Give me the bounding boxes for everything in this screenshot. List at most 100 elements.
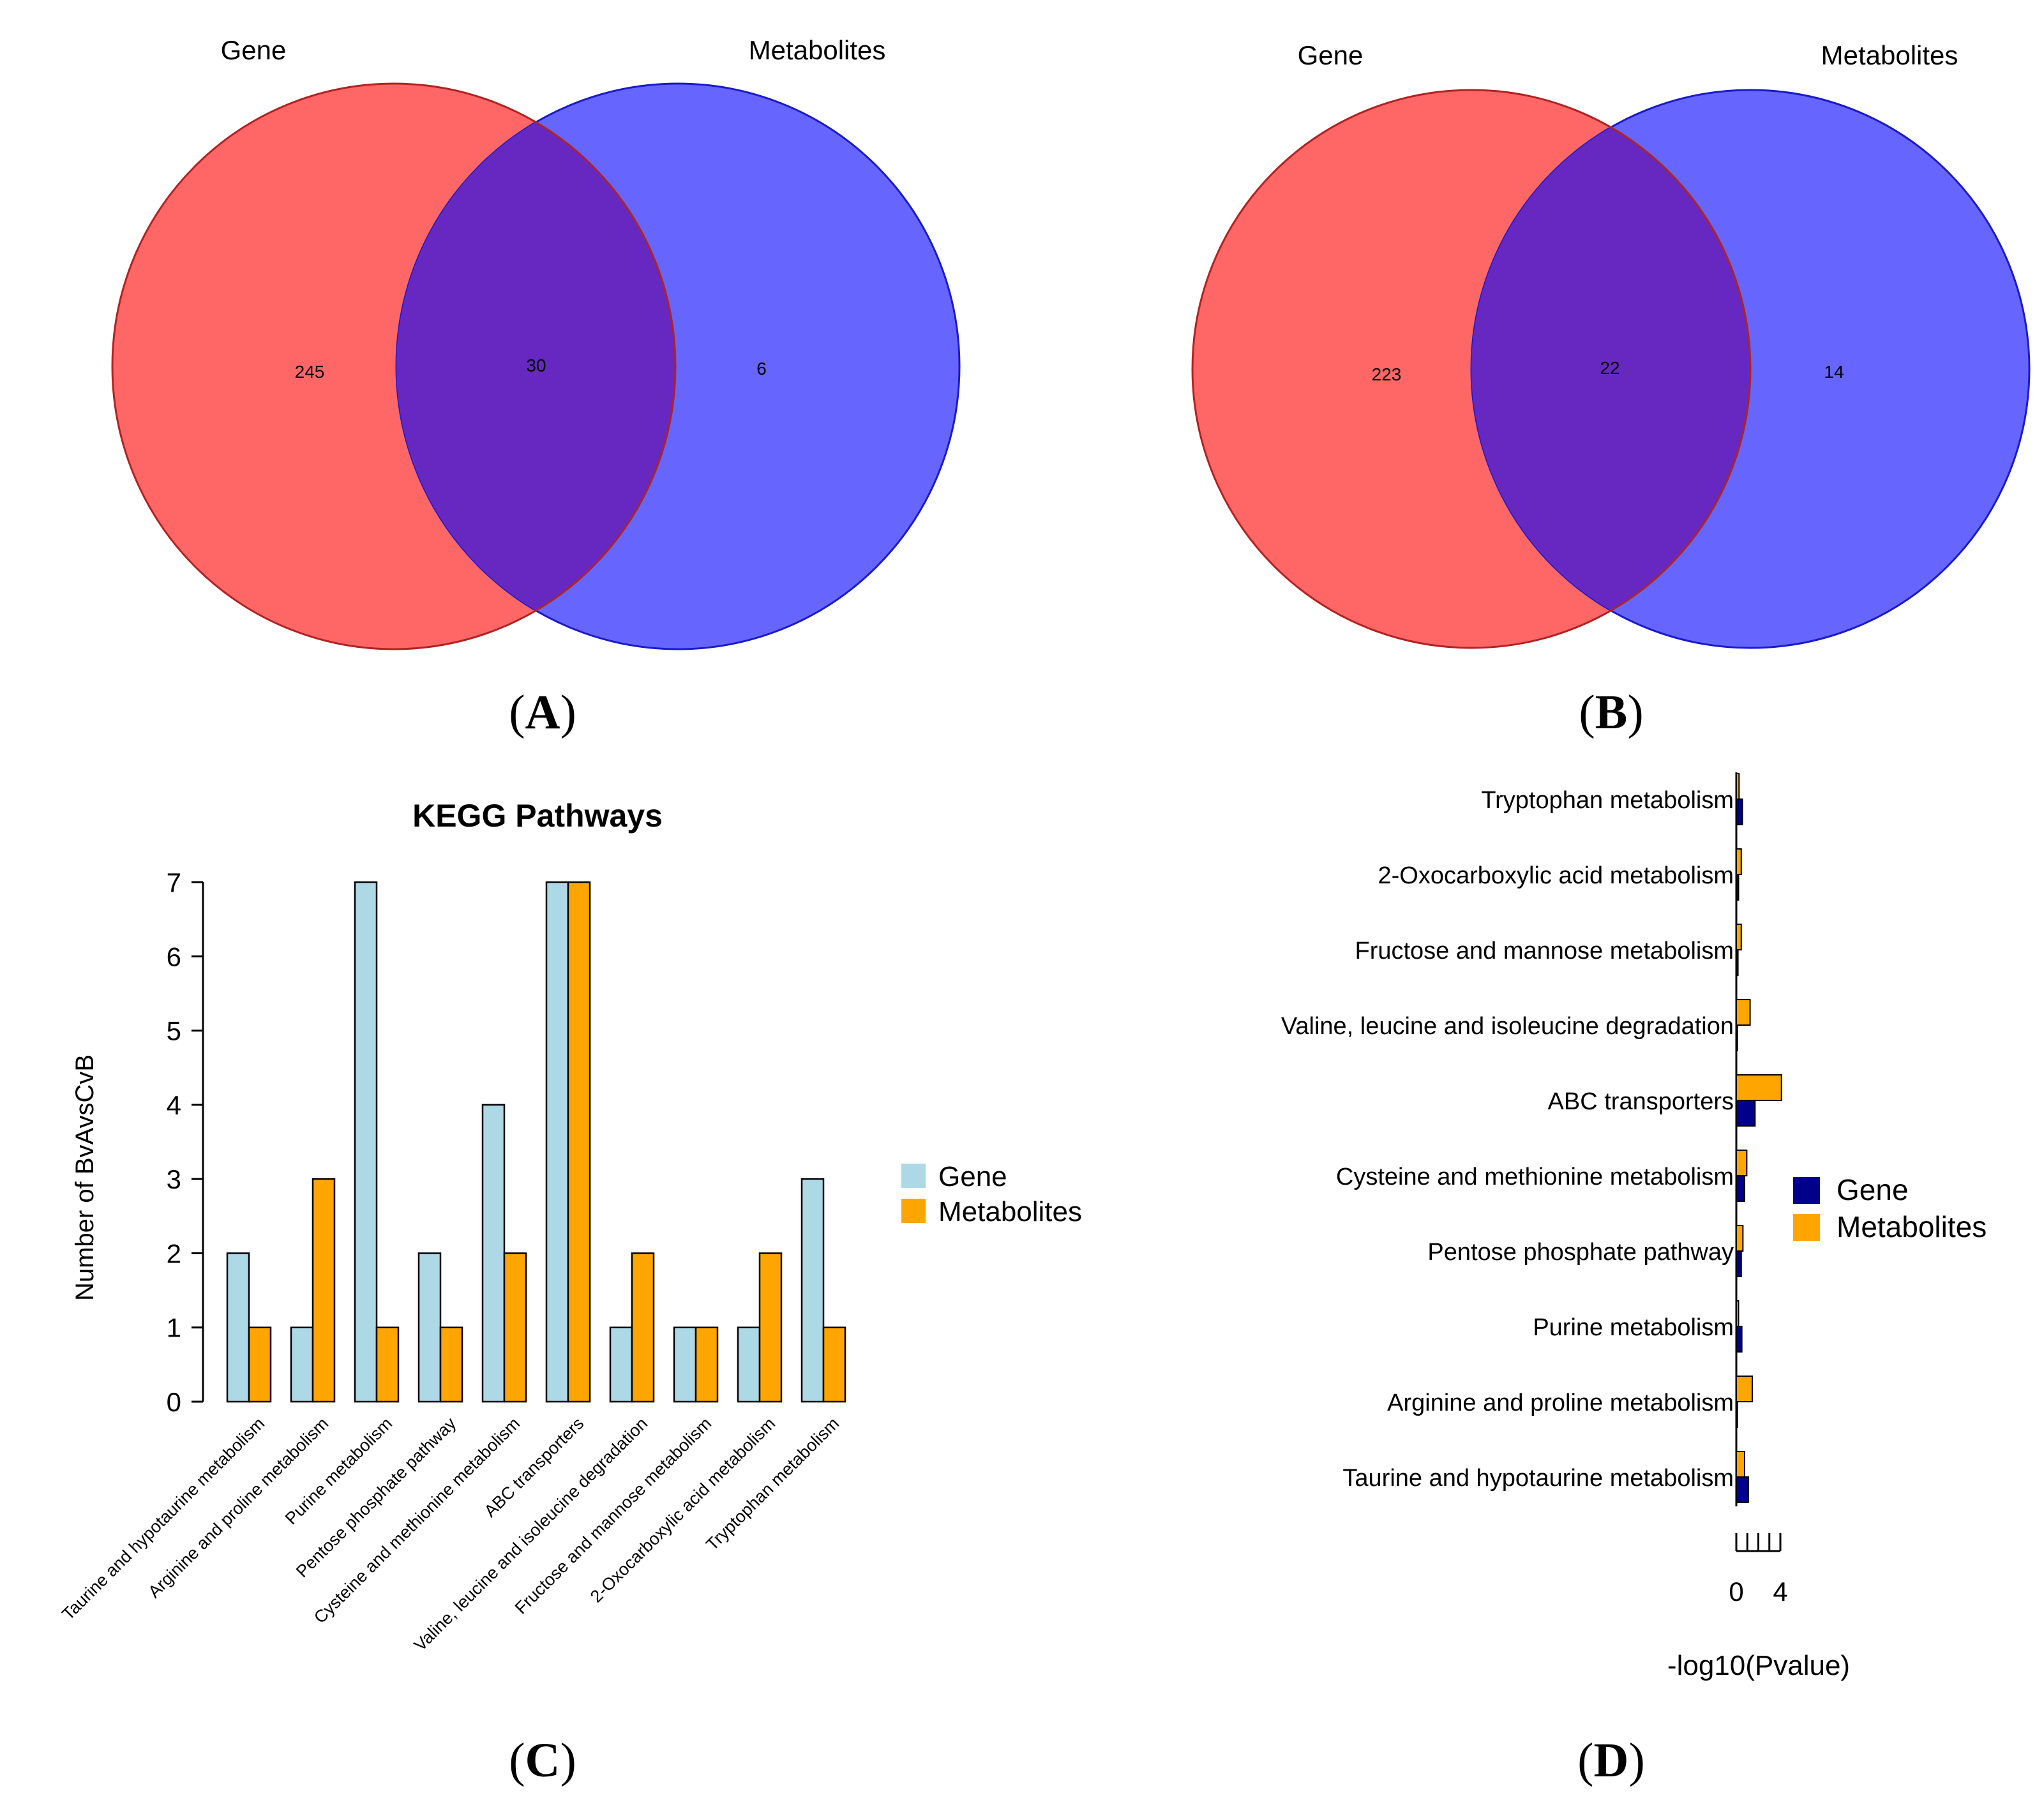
chart-d-x-tick-label: 4 xyxy=(1773,1577,1787,1607)
chart-d-bar-gene-cysteine-and-methionine-metabolism xyxy=(1736,1175,1745,1202)
chart-c-y-tick-label: 4 xyxy=(167,1090,181,1120)
chart-c-y-tick-label: 0 xyxy=(167,1387,181,1417)
chart-c-bar-metabolites-abc-transporters xyxy=(567,881,591,1403)
chart-d-x-tick-label: 0 xyxy=(1729,1577,1743,1607)
chart-c-y-tick-label: 2 xyxy=(167,1238,181,1268)
venn-b-gene-only-count: 223 xyxy=(1372,364,1402,384)
chart-d-category-label: ABC transporters xyxy=(1548,1088,1734,1115)
chart-d-bar-metabolites-pentose-phosphate-pathway xyxy=(1736,1225,1744,1252)
venn-b-gene-label: Gene xyxy=(1298,40,1364,70)
chart-c-bar-gene-cysteine-and-methionine-metabolism xyxy=(481,1104,506,1403)
chart-d-legend: Gene Metabolites xyxy=(1793,1173,1987,1243)
chart-d-bar-gene-abc-transporters xyxy=(1736,1100,1756,1127)
panel-letter-a: A xyxy=(525,686,560,739)
venn-b-gene-outline xyxy=(1191,89,1752,649)
chart-c-legend-label-metabolites: Metabolites xyxy=(938,1196,1082,1227)
venn-a-gene-outline xyxy=(111,82,677,650)
chart-d-bar-gene-purine-metabolism xyxy=(1736,1326,1743,1353)
venn-a-overlap xyxy=(396,84,675,649)
chart-c-bar-gene-arginine-and-proline-metabolism xyxy=(290,1326,314,1403)
chart-c-legend-swatch-gene xyxy=(901,1164,926,1188)
chart-c-bar-metabolites-purine-metabolism xyxy=(375,1326,400,1403)
chart-c-bar-metabolites-pentose-phosphate-pathway xyxy=(439,1326,463,1403)
chart-c-bar-metabolites-fructose-and-mannose-metabolism xyxy=(695,1326,719,1403)
chart-c-bar-metabolites-2-oxocarboxylic-acid-metabolism xyxy=(758,1252,783,1403)
chart-d-category-label: Purine metabolism xyxy=(1533,1314,1734,1341)
chart-c-legend-label-gene: Gene xyxy=(938,1161,1007,1192)
chart-d-category-label: Pentose phosphate pathway xyxy=(1427,1239,1734,1266)
venn-b-overlap xyxy=(1471,90,1750,648)
chart-c-legend-swatch-metabolites xyxy=(901,1199,926,1223)
chart-d-category-label: Valine, leucine and isoleucine degradati… xyxy=(1281,1013,1734,1040)
bar-chart-c: KEGG Pathways Number of BvAvsCvB 0123456… xyxy=(58,798,1082,1655)
chart-d-bar-gene-arginine-and-proline-metabolism xyxy=(1736,1401,1738,1428)
chart-c-bar-metabolites-arginine-and-proline-metabolism xyxy=(312,1178,336,1403)
chart-c-bar-metabolites-taurine-and-hypotaurine-metabolism xyxy=(248,1326,272,1403)
chart-c-y-tick-label: 5 xyxy=(167,1016,181,1046)
chart-d-bar-gene-valine-leucine-and-isoleucine-degradation xyxy=(1736,1024,1738,1051)
chart-d-bar-metabolites-cysteine-and-methionine-metabolism xyxy=(1736,1150,1748,1176)
chart-d-bar-gene-fructose-and-mannose-metabolism xyxy=(1736,949,1739,976)
chart-d-category-labels: Tryptophan metabolism 2-Oxocarboxylic aci… xyxy=(1281,787,1734,1492)
chart-d-bar-gene-pentose-phosphate-pathway xyxy=(1736,1250,1742,1277)
panel-label-c: (C) xyxy=(509,1734,576,1787)
chart-d-legend-swatch-metabolites xyxy=(1793,1214,1820,1241)
chart-d-bar-metabolites-arginine-and-proline-metabolism xyxy=(1736,1376,1754,1402)
chart-d-bar-metabolites-2-oxocarboxylic-acid-metabolism xyxy=(1736,848,1742,875)
panel-letter-c: C xyxy=(525,1734,560,1787)
venn-b-overlap-count: 22 xyxy=(1600,358,1619,378)
venn-a-metabolites-label: Metabolites xyxy=(749,35,886,65)
chart-c-legend: Gene Metabolites xyxy=(901,1161,1082,1227)
chart-c-bar-metabolites-cysteine-and-methionine-metabolism xyxy=(503,1252,527,1403)
chart-d-bar-gene-taurine-and-hypotaurine-metabolism xyxy=(1736,1476,1749,1503)
chart-c-y-tick-label: 6 xyxy=(167,941,181,971)
panel-label-d: (D) xyxy=(1577,1734,1645,1787)
chart-c-bar-metabolites-tryptophan-metabolism xyxy=(822,1326,846,1403)
chart-c-x-labels: Taurine and hypotaurine metabolismArgini… xyxy=(58,1414,843,1655)
bar-chart-d: Tryptophan metabolism 2-Oxocarboxylic aci… xyxy=(1281,772,1987,1681)
chart-d-bars xyxy=(1736,773,1782,1503)
chart-c-x-label: Valine, leucine and isoleucine degradati… xyxy=(410,1414,652,1655)
chart-d-bar-metabolites-tryptophan-metabolism xyxy=(1736,773,1740,800)
panel-letter-b: B xyxy=(1595,686,1628,739)
venn-a-overlap-count: 30 xyxy=(526,356,546,375)
chart-d-category-label: Tryptophan metabolism xyxy=(1481,787,1734,814)
chart-d-category-label: Taurine and hypotaurine metabolism xyxy=(1342,1465,1734,1492)
chart-d-bar-gene-2-oxocarboxylic-acid-metabolism xyxy=(1736,874,1740,901)
chart-c-bar-gene-purine-metabolism xyxy=(354,881,378,1403)
chart-c-y-ticks: 0 1 2 3 4 5 6 7 xyxy=(167,867,203,1417)
chart-d-legend-label-metabolites: Metabolites xyxy=(1837,1210,1987,1243)
chart-c-y-tick-label: 1 xyxy=(167,1313,181,1343)
chart-c-bar-gene-tryptophan-metabolism xyxy=(800,1178,825,1403)
venn-a-gene-label: Gene xyxy=(221,35,287,65)
chart-c-x-label: Tryptophan metabolism xyxy=(702,1414,843,1554)
panel-letter-d: D xyxy=(1594,1734,1629,1787)
chart-c-y-axis-label: Number of BvAvsCvB xyxy=(71,1054,99,1301)
chart-d-bar-metabolites-purine-metabolism xyxy=(1736,1300,1740,1327)
chart-d-category-label: Arginine and proline metabolism xyxy=(1387,1390,1734,1416)
chart-d-bar-metabolites-valine-leucine-and-isoleucine-degradation xyxy=(1736,999,1751,1026)
venn-panel-b: Gene Metabolites 223 22 14 xyxy=(1191,40,2031,649)
chart-d-legend-swatch-gene xyxy=(1793,1177,1820,1204)
chart-d-category-label: 2-Oxocarboxylic acid metabolism xyxy=(1378,862,1734,889)
chart-c-bar-gene-abc-transporters xyxy=(545,881,569,1403)
chart-c-y-tick-label: 7 xyxy=(167,867,181,897)
venn-b-metabolites-label: Metabolites xyxy=(1821,40,1958,70)
chart-c-bar-gene-pentose-phosphate-pathway xyxy=(417,1252,442,1403)
chart-c-x-label: Purine metabolism xyxy=(282,1414,396,1528)
venn-a-metabolites-only-count: 6 xyxy=(756,359,767,379)
chart-d-bar-metabolites-abc-transporters xyxy=(1736,1074,1782,1101)
chart-c-y-tick-label: 3 xyxy=(167,1164,181,1194)
chart-d-category-label: Cysteine and methionine metabolism xyxy=(1336,1164,1734,1190)
chart-c-bar-gene-valine-leucine-and-isoleucine-degradation xyxy=(609,1326,633,1403)
venn-panel-a: Gene Metabolites 245 30 6 xyxy=(111,35,961,650)
chart-d-bar-gene-tryptophan-metabolism xyxy=(1736,799,1743,825)
chart-d-legend-label-gene: Gene xyxy=(1837,1173,1909,1206)
venn-a-gene-only-count: 245 xyxy=(295,362,325,382)
chart-d-bar-metabolites-fructose-and-mannose-metabolism xyxy=(1736,924,1742,950)
chart-c-bar-gene-fructose-and-mannose-metabolism xyxy=(673,1326,697,1403)
chart-c-bar-gene-2-oxocarboxylic-acid-metabolism xyxy=(737,1326,761,1403)
chart-d-x-axis-label: -log10(Pvalue) xyxy=(1667,1650,1850,1681)
